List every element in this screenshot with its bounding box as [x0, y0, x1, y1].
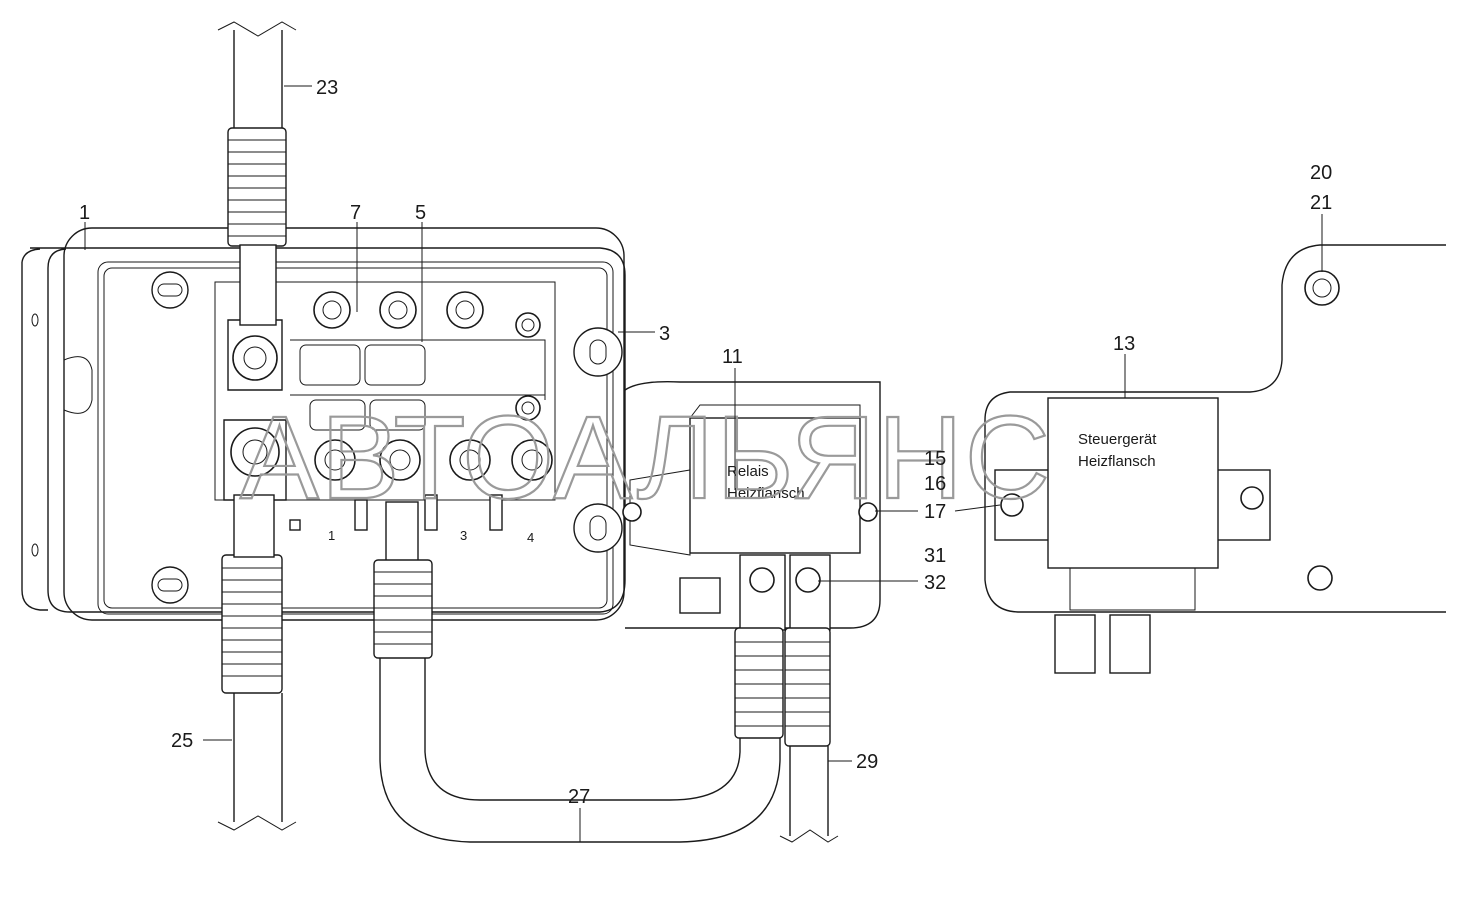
callout-32: 32 — [924, 572, 946, 594]
relay-label-line2: Heizflansch — [727, 485, 805, 502]
watermark: АВТОАЛЬЯНС — [240, 392, 1052, 524]
callout-1: 1 — [79, 202, 90, 224]
terminal-number-1: 1 — [328, 528, 335, 543]
relay-heizflansch — [622, 380, 881, 631]
terminal-number-4: 4 — [527, 530, 534, 545]
callout-23: 23 — [316, 77, 338, 99]
callout-15: 15 — [924, 448, 946, 470]
callout-16: 16 — [924, 473, 946, 495]
cable-23 — [217, 21, 297, 326]
cable-27 — [373, 501, 784, 843]
controller-label-line2: Heizflansch — [1078, 453, 1156, 470]
callout-5: 5 — [415, 202, 426, 224]
callout-27: 27 — [568, 786, 590, 808]
cable-25 — [217, 494, 297, 831]
callout-31: 31 — [924, 545, 946, 567]
junction-box — [21, 227, 626, 621]
callout-17: 17 — [924, 501, 946, 523]
callout-29: 29 — [856, 751, 878, 773]
cable-29 — [779, 627, 839, 843]
callout-25: 25 — [171, 730, 193, 752]
relay-label-line1: Relais — [727, 463, 769, 480]
controller-heizflansch — [984, 244, 1446, 674]
callout-7: 7 — [350, 202, 361, 224]
callout-21: 21 — [1310, 192, 1332, 214]
callout-11: 11 — [722, 346, 743, 368]
callout-3: 3 — [659, 323, 670, 345]
callout-13: 13 — [1113, 333, 1135, 355]
controller-label-line1: Steuergerät — [1078, 431, 1157, 448]
terminal-number-3: 3 — [460, 528, 467, 543]
leader-lines — [84, 85, 1323, 842]
callout-20: 20 — [1310, 162, 1332, 184]
